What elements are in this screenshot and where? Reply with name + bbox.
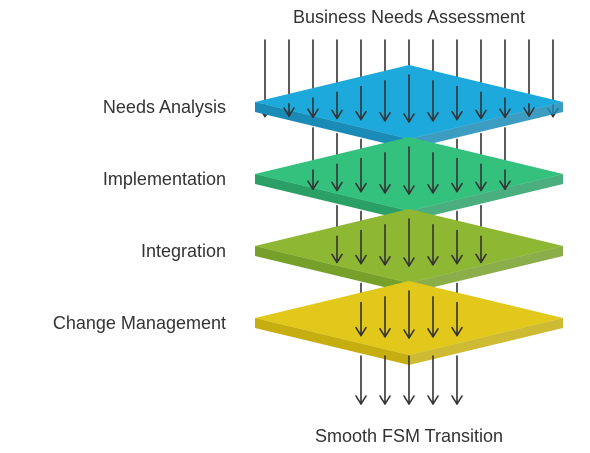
output-arrow-1 [355,355,367,405]
layer-side-right-integration [409,246,563,293]
layer-label-integration: Integration [141,241,226,261]
layer-arrow-implementation-3 [355,157,367,193]
layer-arrow-implementation-7 [451,157,463,193]
layer-arrow-change-management-5 [451,301,463,337]
layer-arrow-implementation-2 [331,163,343,192]
layer-arrow-integration-3 [379,223,391,266]
layer-arrow-needs-analysis-5 [379,79,391,122]
layer-label-needs-analysis: Needs Analysis [103,97,226,117]
output-arrow-2 [379,355,391,405]
layer-side-left-implementation [255,174,409,221]
layer-arrow-implementation-4 [379,151,391,194]
layer-arrow-change-management-4 [427,295,439,338]
layer-arrow-change-management-1 [355,301,367,337]
layer-arrow-needs-analysis-4 [355,85,367,121]
layer-arrow-change-management-3 [403,290,415,339]
layer-arrow-needs-analysis-3 [331,91,343,120]
layer-arrow-integration-1 [331,235,343,264]
layer-side-left-integration [255,246,409,293]
layer-side-right-needs-analysis [409,102,563,149]
layer-arrow-implementation-1 [307,169,319,190]
output-arrow-5 [451,355,463,405]
layer-arrow-needs-analysis-2 [307,97,319,118]
layer-side-left-needs-analysis [255,102,409,149]
layer-arrow-needs-analysis-6 [403,74,415,123]
layer-arrow-integration-4 [403,218,415,267]
layer-arrow-implementation-6 [427,151,439,194]
layer-label-implementation: Implementation [103,169,226,189]
layer-side-right-implementation [409,174,563,221]
layer-arrow-change-management-2 [379,295,391,338]
layer-arrow-integration-6 [451,229,463,265]
layer-arrow-needs-analysis-9 [475,91,487,120]
layer-arrow-implementation-8 [475,163,487,192]
layer-stack [255,39,563,405]
layer-arrow-needs-analysis-11 [523,103,535,117]
layer-arrow-integration-2 [355,229,367,265]
layer-arrow-implementation-9 [499,169,511,190]
input-label: Business Needs Assessment [293,7,525,27]
output-arrow-4 [427,355,439,405]
layer-label-change-management: Change Management [53,313,226,333]
layer-arrow-implementation-5 [403,146,415,195]
layer-side-right-change-management [409,318,563,365]
layer-arrow-integration-5 [427,223,439,266]
layer-arrow-integration-7 [475,235,487,264]
layer-arrow-needs-analysis-10 [499,97,511,118]
output-arrow-3 [403,355,415,405]
layer-arrow-needs-analysis-1 [283,103,295,117]
layer-arrow-needs-analysis-8 [451,85,463,121]
output-label: Smooth FSM Transition [315,426,503,446]
layer-arrow-needs-analysis-7 [427,79,439,122]
layer-side-left-change-management [255,318,409,365]
